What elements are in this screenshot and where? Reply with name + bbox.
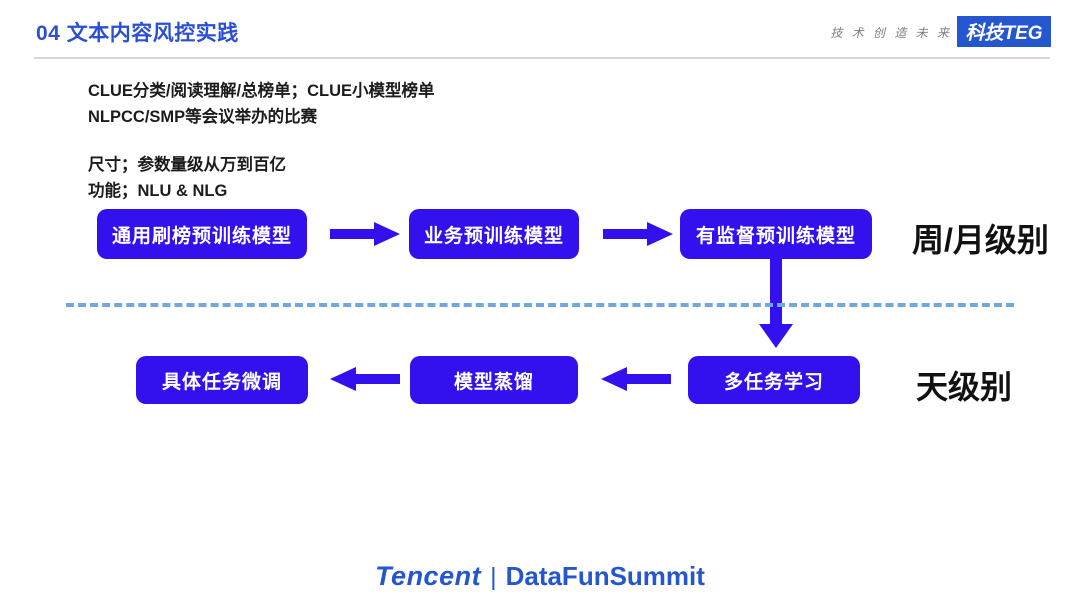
flow-box-supervised-pretrained-model[interactable]: 有监督预训练模型	[680, 209, 872, 259]
arrow-right-icon	[603, 222, 673, 251]
arrow-left-icon	[601, 367, 671, 396]
cadence-label-daily: 天级别	[916, 369, 1013, 405]
cadence-label-weekly-monthly: 周/月级别	[912, 222, 1049, 258]
teg-logo-badge: 科技TEG	[957, 16, 1051, 47]
header-tagline: 技 术 创 造 未 来	[830, 26, 952, 40]
phase-divider-dashed-line	[66, 303, 1014, 307]
flow-box-general-pretrained-model[interactable]: 通用刷榜预训练模型	[97, 209, 307, 259]
benchmark-line-1: CLUE分类/阅读理解/总榜单；CLUE小模型榜单	[88, 82, 435, 100]
content-text-block: CLUE分类/阅读理解/总榜单；CLUE小模型榜单 NLPCC/SMP等会议举办…	[88, 78, 435, 204]
size-line: 尺寸；参数量级从万到百亿	[88, 156, 286, 174]
flow-box-model-distillation[interactable]: 模型蒸馏	[410, 356, 578, 404]
footer-separator: |	[490, 563, 497, 591]
flow-box-multitask-learning[interactable]: 多任务学习	[688, 356, 860, 404]
arrow-right-icon	[330, 222, 400, 251]
footer-datafunsummit-logo: DataFunSummit	[505, 561, 705, 591]
page-title: 04 文本内容风控实践	[36, 22, 239, 45]
arrow-left-icon	[330, 367, 400, 396]
flow-box-business-pretrained-model[interactable]: 业务预训练模型	[409, 209, 579, 259]
footer-tencent-logo: Tencent	[375, 561, 482, 591]
footer-branding: Tencent | DataFunSummit	[0, 561, 1080, 592]
flow-box-task-finetune[interactable]: 具体任务微调	[136, 356, 308, 404]
function-line: 功能；NLU & NLG	[88, 182, 228, 200]
benchmark-line-2: NLPCC/SMP等会议举办的比赛	[88, 108, 318, 126]
header-divider	[34, 57, 1050, 59]
